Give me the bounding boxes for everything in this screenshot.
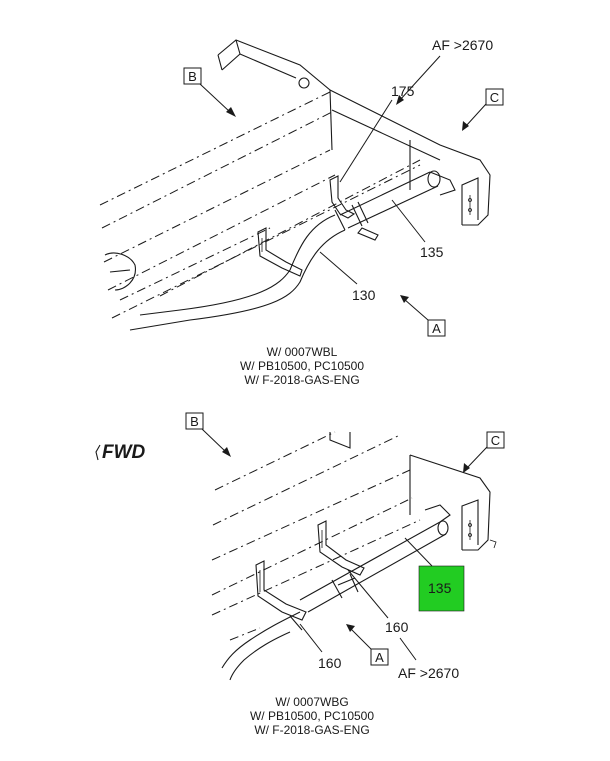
lower-frame-rails bbox=[211, 431, 421, 641]
svg-text:W/ F-2018-GAS-ENG: W/ F-2018-GAS-ENG bbox=[244, 373, 359, 387]
upper-view-box-c: C bbox=[462, 88, 504, 131]
svg-text:AF >2670: AF >2670 bbox=[398, 665, 459, 681]
svg-text:130: 130 bbox=[352, 287, 376, 303]
svg-text:W/ 0007WBL: W/ 0007WBL bbox=[267, 345, 338, 359]
svg-text:FWD: FWD bbox=[102, 442, 146, 463]
svg-text:W/ PB10500, PC10500: W/ PB10500, PC10500 bbox=[240, 359, 364, 373]
fwd-arrow-icon bbox=[95, 444, 101, 461]
svg-text:W/ 0007WBG: W/ 0007WBG bbox=[275, 695, 348, 709]
svg-text:160: 160 bbox=[385, 619, 409, 635]
lower-crossmember bbox=[329, 432, 497, 551]
svg-text:A: A bbox=[375, 650, 384, 665]
svg-text:135: 135 bbox=[420, 244, 444, 260]
svg-text:W/ PB10500, PC10500: W/ PB10500, PC10500 bbox=[250, 709, 374, 723]
upper-exhaust-pipe bbox=[129, 214, 346, 331]
lower-view-box-c: C bbox=[463, 431, 505, 473]
lower-view-box-b: B bbox=[185, 412, 231, 457]
lower-tailpipe bbox=[299, 520, 449, 613]
upper-view: B C A AF >2670 175 135 bbox=[99, 37, 504, 387]
upper-callout-130: 130 bbox=[319, 251, 376, 303]
lower-view: FWD bbox=[95, 412, 505, 737]
svg-text:160: 160 bbox=[318, 655, 342, 671]
svg-text:A: A bbox=[432, 321, 441, 336]
upper-brackets bbox=[257, 175, 356, 277]
upper-crossmember bbox=[217, 39, 491, 226]
upper-callout-135: 135 bbox=[391, 199, 444, 260]
svg-text:135: 135 bbox=[428, 580, 452, 596]
upper-view-box-b: B bbox=[183, 67, 236, 117]
svg-text:B: B bbox=[188, 69, 197, 84]
svg-text:175: 175 bbox=[391, 83, 415, 99]
upper-callout-175: 175 bbox=[339, 83, 415, 183]
svg-text:C: C bbox=[491, 433, 500, 448]
lower-callout-160-left: 160 bbox=[299, 623, 342, 671]
upper-tailpipe bbox=[334, 170, 456, 241]
lower-callout-135-highlight[interactable]: 135 bbox=[404, 537, 465, 612]
lower-exhaust-pipe bbox=[221, 611, 303, 681]
svg-text:B: B bbox=[190, 414, 199, 429]
svg-text:W/ F-2018-GAS-ENG: W/ F-2018-GAS-ENG bbox=[254, 723, 369, 737]
upper-callout-af: AF >2670 bbox=[396, 37, 493, 105]
lower-brackets bbox=[255, 520, 365, 621]
upper-engine-detail bbox=[104, 252, 136, 291]
fwd-indicator: FWD bbox=[95, 442, 146, 463]
lower-notes: W/ 0007WBG W/ PB10500, PC10500 W/ F-2018… bbox=[250, 695, 374, 737]
upper-view-box-a: A bbox=[400, 295, 446, 337]
svg-text:C: C bbox=[490, 90, 499, 105]
lower-view-box-a: A bbox=[346, 624, 389, 666]
lower-callout-160-right: 160 bbox=[347, 569, 417, 661]
svg-text:AF >2670: AF >2670 bbox=[432, 37, 493, 53]
upper-notes: W/ 0007WBL W/ PB10500, PC10500 W/ F-2018… bbox=[240, 345, 364, 387]
lower-callout-af: AF >2670 bbox=[398, 665, 459, 681]
upper-frame-rails bbox=[99, 91, 421, 319]
